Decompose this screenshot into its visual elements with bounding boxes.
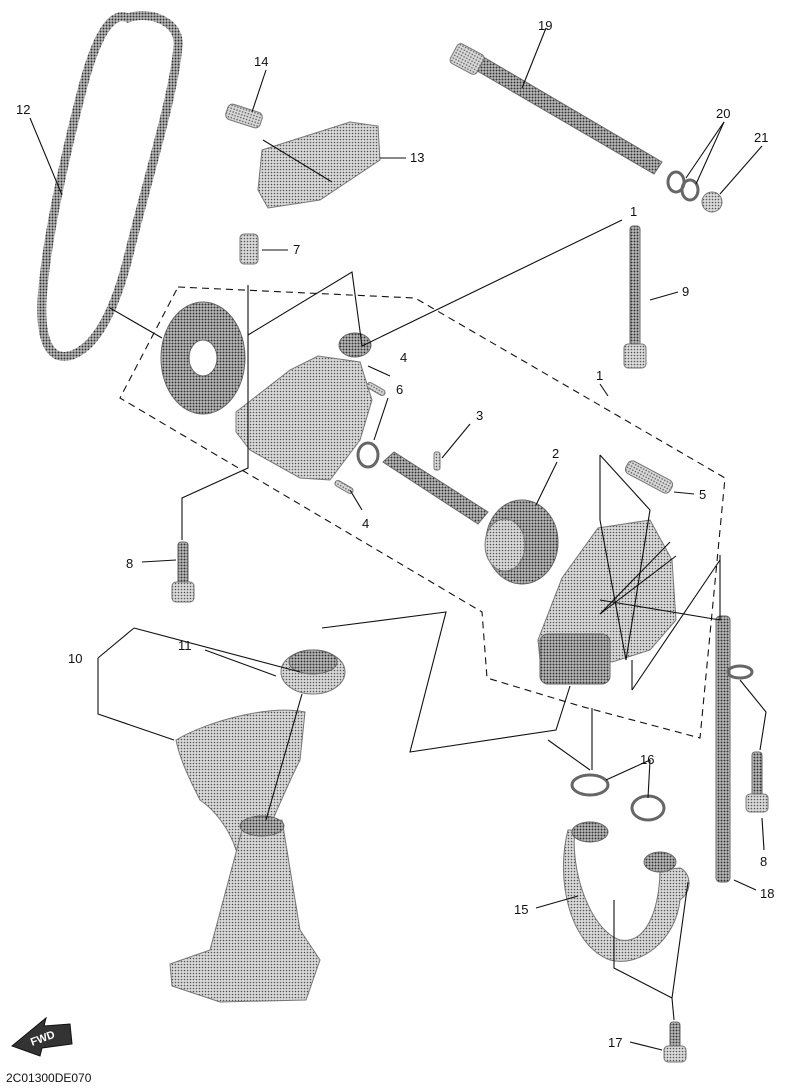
shaft-circlips bbox=[666, 170, 700, 202]
callout-20: 20 bbox=[716, 106, 730, 121]
cam-chain bbox=[37, 11, 183, 361]
pump-long-bolt bbox=[623, 225, 647, 369]
pump-cover bbox=[537, 519, 677, 685]
callout-labels: 1 1 2 3 4 4 5 6 7 8 8 9 10 11 12 13 14 1… bbox=[16, 18, 774, 1050]
pipe-o-rings bbox=[570, 773, 666, 822]
callout-11: 11 bbox=[178, 638, 192, 653]
pump-drive-shaft bbox=[449, 43, 663, 175]
oil-strainer bbox=[169, 709, 321, 1003]
leader-lines bbox=[29, 27, 767, 1051]
callout-1-top: 1 bbox=[630, 204, 637, 219]
callout-21: 21 bbox=[754, 130, 768, 145]
pump-pins bbox=[334, 382, 386, 494]
callout-5: 5 bbox=[699, 487, 706, 502]
pipe-bolt bbox=[663, 1021, 687, 1063]
callout-10: 10 bbox=[68, 651, 82, 666]
oil-delivery-pipe bbox=[562, 821, 690, 962]
fwd-arrow-icon: FWD bbox=[11, 1016, 73, 1057]
callout-12: 12 bbox=[16, 102, 30, 117]
callout-13: 13 bbox=[410, 150, 424, 165]
bracket-bolt bbox=[225, 103, 263, 129]
callout-4-top: 4 bbox=[400, 350, 407, 365]
callout-16: 16 bbox=[640, 752, 654, 767]
callout-14: 14 bbox=[254, 54, 268, 69]
dowel-pin bbox=[239, 233, 259, 265]
pump-rotor bbox=[484, 499, 559, 585]
pump-drive-sprocket bbox=[160, 301, 246, 415]
strainer-seal bbox=[280, 649, 346, 695]
oil-pump-body bbox=[235, 332, 373, 481]
pump-cover-bolt bbox=[624, 460, 674, 494]
mount-bolt-left bbox=[171, 541, 195, 603]
diagram-code: 2C01300DE070 bbox=[6, 1071, 92, 1085]
chain-guide-bracket bbox=[257, 121, 381, 209]
callout-8-right: 8 bbox=[760, 854, 767, 869]
mount-bolt-right bbox=[745, 751, 769, 813]
pump-inner-shaft bbox=[382, 451, 489, 525]
callout-3: 3 bbox=[476, 408, 483, 423]
callout-1-side: 1 bbox=[596, 368, 603, 383]
callout-4-bottom: 4 bbox=[362, 516, 369, 531]
shaft-nut bbox=[701, 191, 723, 213]
callout-19: 19 bbox=[538, 18, 552, 33]
callout-9: 9 bbox=[682, 284, 689, 299]
pump-o-ring bbox=[356, 441, 380, 469]
callout-6: 6 bbox=[396, 382, 403, 397]
callout-7: 7 bbox=[293, 242, 300, 257]
oil-level-tube bbox=[715, 615, 754, 883]
callout-18: 18 bbox=[760, 886, 774, 901]
callout-8-left: 8 bbox=[126, 556, 133, 571]
callout-2: 2 bbox=[552, 446, 559, 461]
callout-17: 17 bbox=[608, 1035, 622, 1050]
callout-15: 15 bbox=[514, 902, 528, 917]
